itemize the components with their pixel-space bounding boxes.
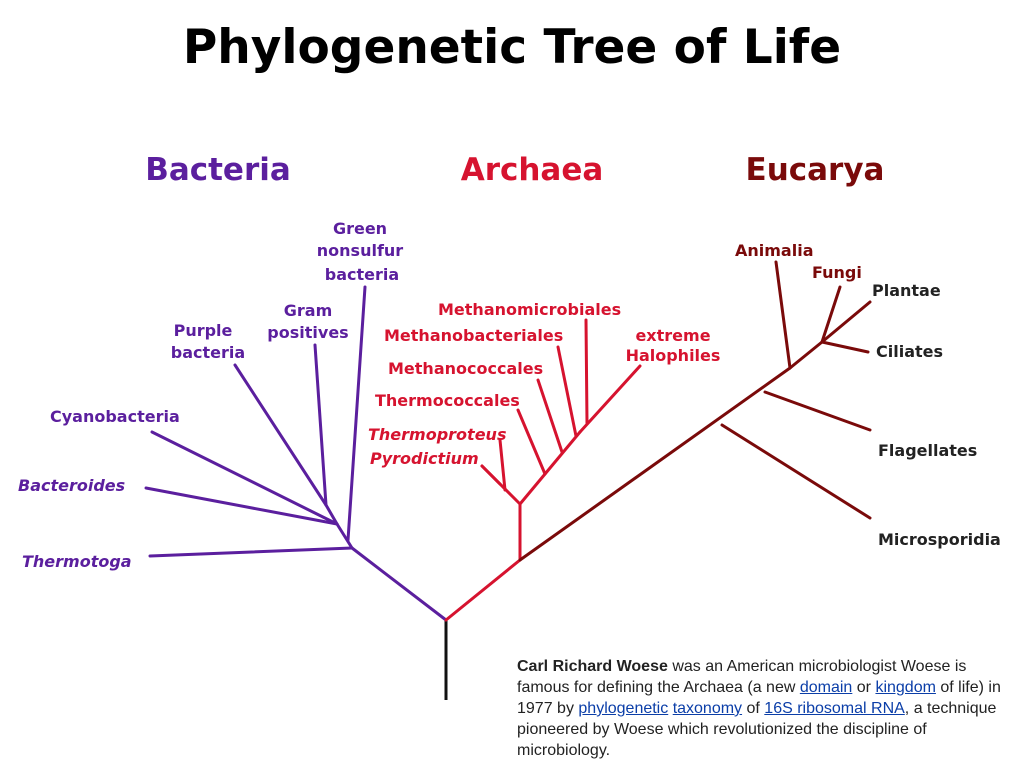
label-gram-positives-line2: positives bbox=[267, 323, 348, 342]
label-methanobacteriales: Methanobacteriales bbox=[384, 326, 563, 345]
caption-text-6: , a technique pioneered by Woese which r… bbox=[517, 700, 997, 759]
caption: Carl Richard Woese was an American micro… bbox=[517, 656, 1012, 761]
label-purple-bacteria-line1: Purple bbox=[174, 321, 233, 340]
label-cyanobacteria: Cyanobacteria bbox=[50, 407, 180, 426]
label-green-nonsulfur-line1: Green bbox=[333, 219, 387, 238]
label-ciliates: Ciliates bbox=[876, 342, 943, 361]
label-gram-positives-line1: Gram bbox=[284, 301, 333, 320]
branch-flagellates bbox=[763, 390, 872, 432]
branch-methanobacteriales bbox=[556, 345, 578, 438]
label-animalia: Animalia bbox=[735, 241, 814, 260]
label-bacteroides: Bacteroides bbox=[18, 476, 125, 495]
branch-thermotoga bbox=[148, 546, 354, 558]
branch-bacteria-main bbox=[350, 546, 448, 622]
link-16s-ribosomal-rna[interactable]: 16S ribosomal RNA bbox=[764, 700, 905, 717]
branch-thermoproteus bbox=[498, 438, 507, 492]
branch-green-nonsulfur bbox=[346, 285, 367, 542]
branch-crown-stem bbox=[788, 340, 824, 370]
eucarya-branches bbox=[518, 260, 872, 562]
caption-text-3: of life) in 1977 by bbox=[517, 679, 1001, 717]
branch-ciliates bbox=[820, 340, 870, 354]
bacteria-branches bbox=[144, 285, 448, 622]
label-plantae: Plantae bbox=[872, 281, 941, 300]
caption-text-1: was an American microbiologist Woese is … bbox=[517, 658, 967, 696]
label-thermoproteus: Thermoproteus bbox=[368, 425, 506, 444]
branch-bacteroides bbox=[144, 486, 339, 526]
branch-archaea-main bbox=[444, 558, 522, 622]
branch-purple bbox=[233, 363, 328, 507]
branch-fungi bbox=[820, 285, 842, 344]
branch-gram-positives bbox=[313, 343, 328, 507]
branch-plantae bbox=[820, 300, 872, 344]
domain-label-bacteria: Bacteria bbox=[145, 152, 291, 188]
branch-purple-stem bbox=[324, 503, 339, 526]
archaea-branches bbox=[444, 318, 642, 622]
link-kingdom[interactable]: kingdom bbox=[875, 679, 936, 696]
branch-cyanobacteria bbox=[150, 430, 339, 526]
branch-halophiles bbox=[578, 364, 642, 434]
branch-microsporidia bbox=[720, 423, 872, 520]
label-purple-bacteria-line2: bacteria bbox=[171, 343, 245, 362]
label-green-nonsulfur-line2: nonsulfur bbox=[317, 241, 404, 260]
label-flagellates: Flagellates bbox=[878, 441, 977, 460]
branch-methanococcales bbox=[536, 378, 564, 454]
domain-label-eucarya: Eucarya bbox=[746, 152, 885, 188]
branch-eucarya-main bbox=[518, 366, 792, 562]
label-methanomicrobiales: Methanomicrobiales bbox=[438, 300, 621, 319]
caption-name: Carl Richard Woese bbox=[517, 658, 668, 675]
label-extreme-halophiles-line1: extreme bbox=[635, 326, 710, 345]
label-extreme-halophiles-line2: Halophiles bbox=[626, 346, 721, 365]
branch-methanomicrobiales bbox=[584, 318, 589, 425]
branch-pyrodictium bbox=[480, 464, 502, 486]
label-fungi: Fungi bbox=[812, 263, 862, 282]
branch-thermococcales bbox=[516, 408, 547, 476]
branch-euryarchaea bbox=[518, 430, 582, 506]
label-thermococcales: Thermococcales bbox=[375, 391, 520, 410]
link-phylogenetic[interactable]: phylogenetic bbox=[578, 700, 669, 717]
label-pyrodictium: Pyrodictium bbox=[370, 449, 479, 468]
label-methanococcales: Methanococcales bbox=[388, 359, 543, 378]
caption-text-2: or bbox=[852, 679, 876, 696]
branch-animalia bbox=[774, 260, 792, 370]
label-green-nonsulfur-line3: bacteria bbox=[325, 265, 399, 284]
link-taxonomy[interactable]: taxonomy bbox=[672, 700, 743, 717]
caption-text-5: of bbox=[742, 700, 765, 717]
branch-bacteria-stem bbox=[335, 522, 354, 550]
label-microsporidia: Microsporidia bbox=[878, 530, 1001, 549]
label-thermotoga: Thermotoga bbox=[22, 552, 132, 571]
page-title: Phylogenetic Tree of Life bbox=[182, 20, 842, 75]
link-domain[interactable]: domain bbox=[799, 679, 853, 696]
domain-label-archaea: Archaea bbox=[461, 152, 604, 188]
